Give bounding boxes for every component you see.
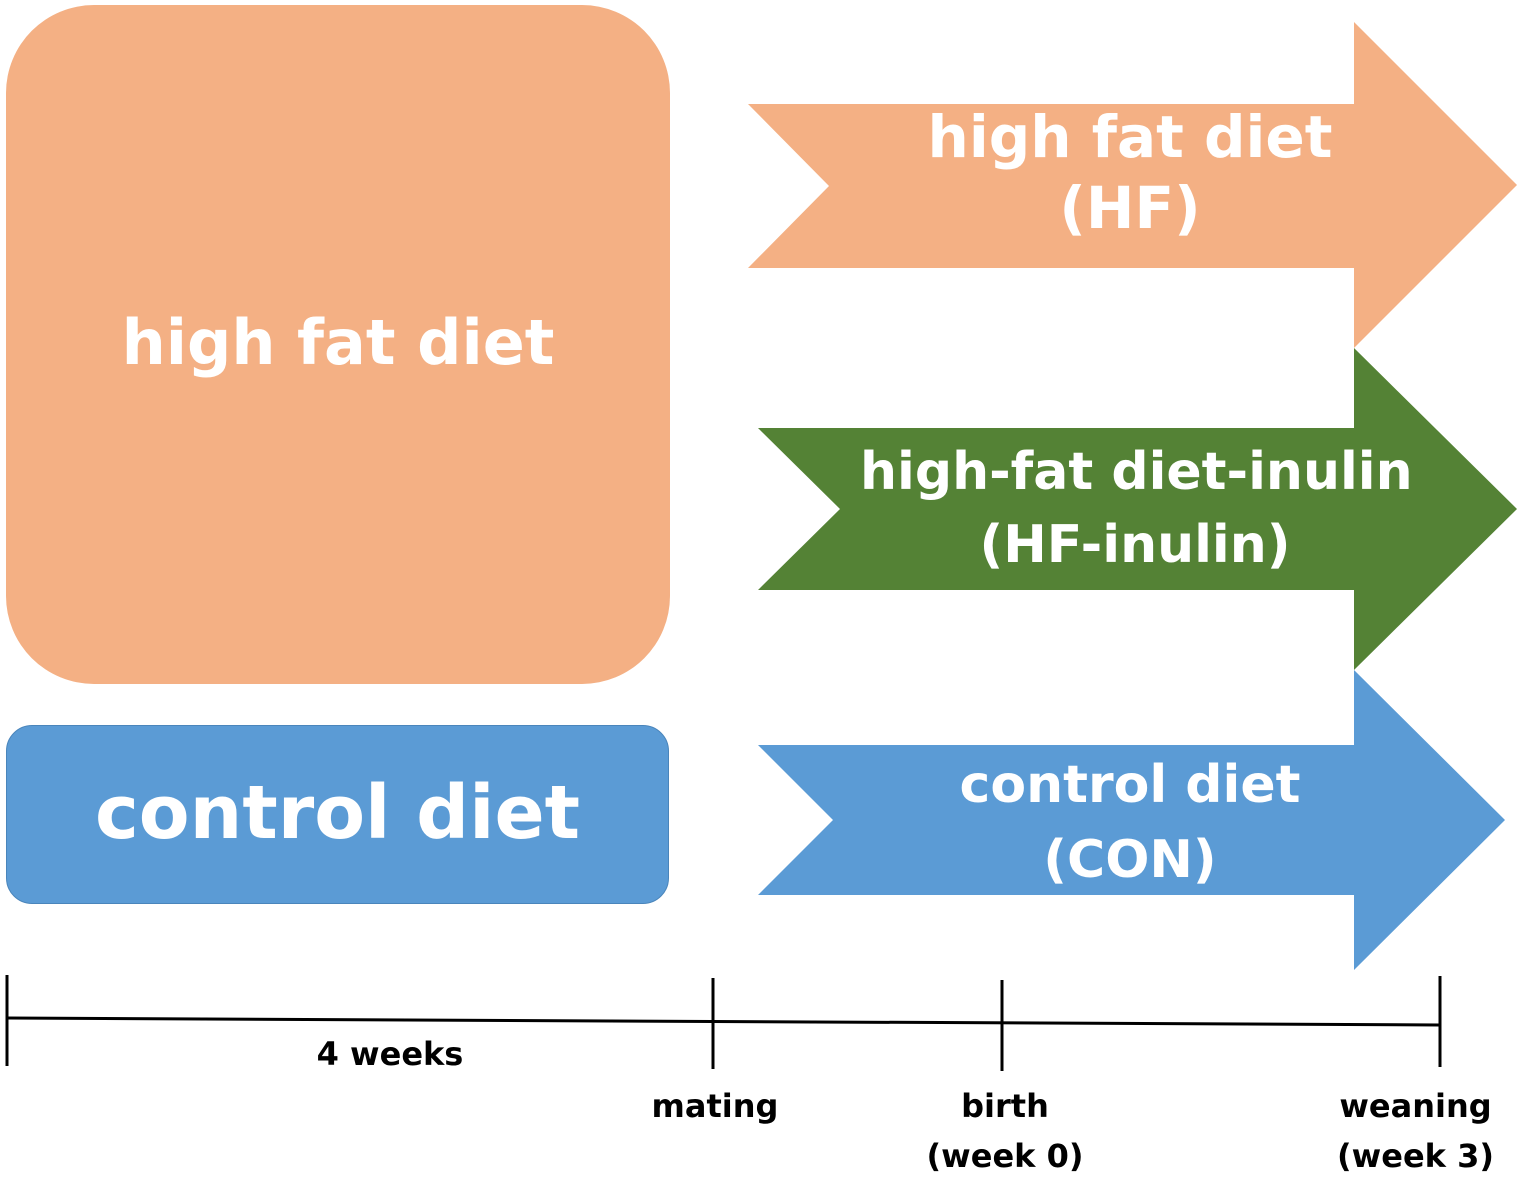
weaning-label-main: weaning: [1339, 1087, 1492, 1125]
con-arrow-label-line2: (CON): [1043, 830, 1217, 891]
weaning-label-sub: (week 3): [1337, 1136, 1494, 1175]
birth-label-main: birth: [961, 1087, 1049, 1125]
hf-arrow-label: high fat diet (HF): [900, 102, 1360, 244]
pre-mating-control-label: control diet: [94, 769, 581, 856]
duration-label: 4 weeks: [316, 1035, 464, 1073]
hf-arrow-label-line2: (HF): [1059, 173, 1201, 242]
hf-inulin-arrow-label-line1: high-fat diet-inulin: [860, 442, 1413, 502]
hf-inulin-arrow-label-line2: (HF-inulin): [979, 514, 1291, 575]
timeline-line: [6, 1016, 1441, 1027]
birth-label-sub: (week 0): [926, 1136, 1084, 1175]
hf-arrow-label-line1: high fat diet: [927, 103, 1333, 171]
hf-inulin-arrow: [758, 348, 1517, 670]
birth-label: birth (week 0): [890, 1082, 1120, 1181]
hf-arrow: [748, 22, 1517, 348]
pre-mating-control-box: control diet: [6, 725, 669, 904]
pre-mating-high-fat-label: high fat diet: [121, 306, 555, 379]
con-arrow: [758, 670, 1505, 970]
con-arrow-label-line1: control diet: [959, 755, 1301, 815]
mating-label: mating: [651, 1087, 779, 1125]
con-arrow-label: control diet (CON): [900, 748, 1360, 899]
weaning-label: weaning (week 3): [1308, 1082, 1523, 1181]
hf-inulin-arrow-label: high-fat diet-inulin (HF-inulin): [860, 436, 1413, 582]
pre-mating-high-fat-box: high fat diet: [6, 5, 670, 684]
